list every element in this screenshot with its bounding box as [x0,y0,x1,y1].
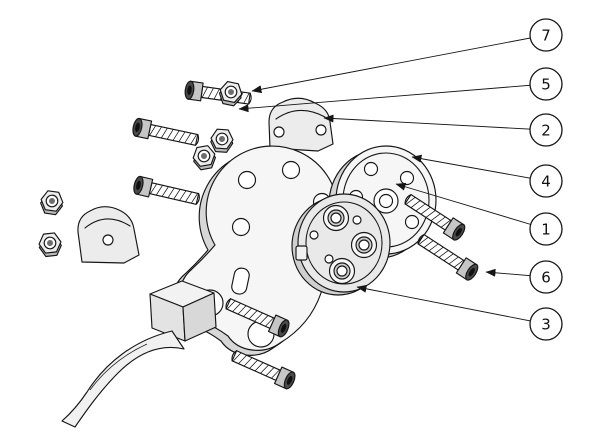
exploded-assembly [37,79,481,428]
callout-leaders [238,34,547,325]
callouts: 7 5 2 4 1 6 3 [529,18,563,341]
leader-line-3 [356,284,547,325]
callout-number-2: 2 [541,122,551,140]
callout-number-4: 4 [541,173,551,191]
part-hex-nut [190,144,218,172]
hub-small-hole [352,215,362,225]
main-plate-hole [237,170,257,190]
main-plate-slot [231,267,250,295]
callout-number-7: 7 [541,27,551,45]
left-clamp-saddle-line [84,218,131,229]
part-socket-head-screw [130,117,201,150]
callout-number-6: 6 [541,269,551,287]
part-hex-nut [209,128,235,154]
disc-plate-hole [363,161,379,177]
callout-number-1: 1 [541,221,551,239]
part-handle-lever [61,280,217,428]
disc-plate-center-hole-inner [378,193,394,209]
part-hex-nut [38,189,65,216]
hub-small-hole [324,254,334,264]
top-clamp-hole [273,126,285,138]
part-socket-head-screw [131,175,202,209]
callout-balloon-3: 3 [529,307,563,341]
handle-blade [61,330,185,428]
disc-plate-hole [399,170,415,186]
callout-balloon-7: 7 [529,18,563,52]
hub-small-hole [309,230,319,240]
disc-plate-hole [404,214,420,230]
leader-line-1 [395,182,547,230]
part-hex-nut [37,231,63,258]
leader-line-4 [411,154,547,182]
hub-boss [350,231,378,259]
handle-boss-right [182,292,217,342]
callout-balloon-5: 5 [529,67,563,101]
main-plate-hole [281,160,301,180]
handle-blade-edge-line [89,343,148,391]
left-clamp-hole [102,234,114,246]
hub-rim-line [305,201,383,285]
hub-boss [328,257,356,285]
hub-boss [322,204,350,232]
part-front-hub-disc [291,193,391,296]
hub-keyway-slot [295,245,308,261]
callout-balloon-2: 2 [529,113,563,147]
callout-number-3: 3 [541,316,551,334]
top-clamp-hole [315,124,327,136]
callout-number-5: 5 [541,76,551,94]
part-socket-head-screw [414,230,481,283]
leader-line-7 [251,34,547,94]
callout-balloon-4: 4 [529,164,563,198]
callout-balloon-6: 6 [529,260,563,294]
main-plate-hole [231,217,251,237]
leader-line-2 [323,114,547,131]
hub-face [297,193,391,293]
part-left-clamp [77,206,140,264]
callout-balloon-1: 1 [529,212,563,246]
leader-line-5 [238,83,547,113]
top-clamp-saddle-line [275,109,326,120]
